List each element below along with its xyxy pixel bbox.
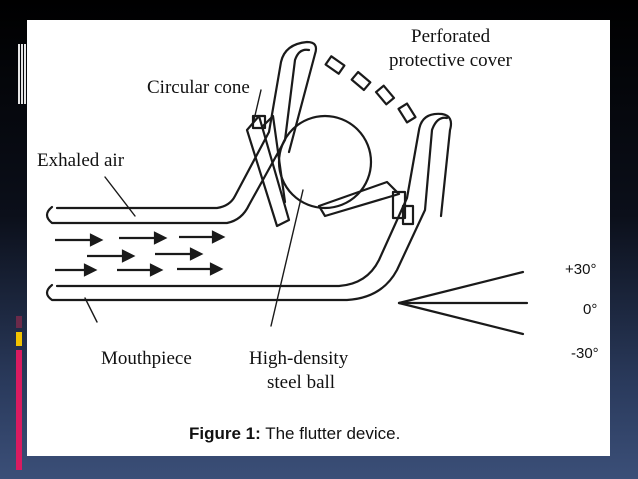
leader-cone [252,89,262,125]
label-mouthpiece: Mouthpiece [101,348,192,369]
label-circular-cone: Circular cone [147,77,250,98]
leader-mouthpiece [84,297,98,323]
accent-block-dark [16,316,22,328]
angle-fan [397,270,529,336]
accent-block-yellow [16,332,22,346]
label-exhaled-air: Exhaled air [37,150,125,171]
label-angle-up: +30° [565,261,596,278]
label-perforated-line2: protective cover [389,50,513,71]
caption-prefix: Figure 1: [189,424,261,443]
circular-cone [245,114,415,228]
steel-ball [277,114,373,210]
label-perforated-line1: Perforated [411,26,491,47]
label-angle-down: -30° [571,345,599,362]
leader-exhaled-air [104,176,136,217]
flutter-device-diagram: Perforated protective cover Circular con… [37,26,599,443]
tube-upper-wall-inner [55,40,318,210]
label-steel-ball-line2: steel ball [267,372,335,393]
label-steel-ball-line1: High-density [249,348,349,369]
left-accent-stack [16,316,24,471]
tube-lower-wall [45,116,449,302]
caption-text: The flutter device. [261,424,401,443]
left-edge-bars [18,44,26,104]
label-angle-zero: 0° [583,301,597,318]
tube-upper-wall [45,48,311,225]
figure-caption: Figure 1: The flutter device. [189,424,400,443]
airflow-arrows [55,230,226,277]
perforated-cover [324,55,417,124]
tube-lower-wall-inner [55,112,453,288]
leader-steel-ball [270,189,304,327]
accent-block-magenta [16,350,22,470]
